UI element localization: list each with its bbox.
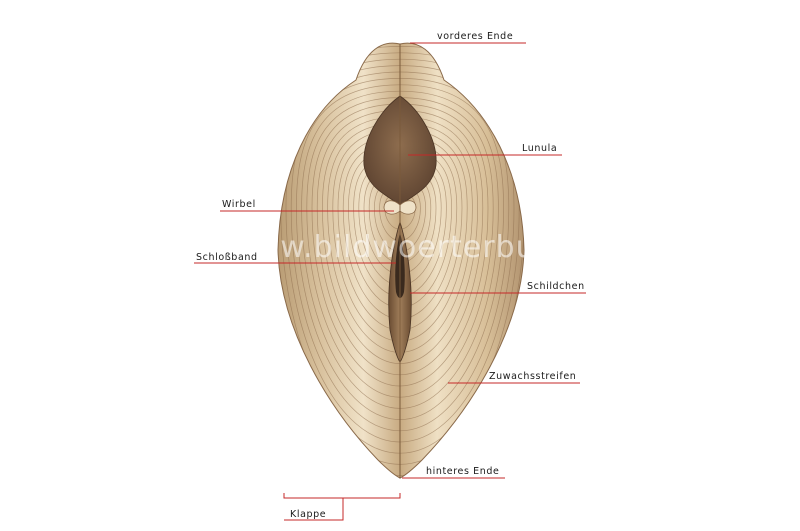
growth-line (322, 116, 400, 364)
growth-line (400, 103, 489, 387)
growth-line (296, 84, 400, 420)
growth-line (311, 103, 400, 387)
growth-line (400, 84, 504, 420)
watermark: www.bildwoerterbuch.com (229, 230, 651, 265)
growth-line (400, 116, 478, 364)
growth-line (337, 135, 400, 331)
label-valve: Klappe (290, 509, 326, 520)
leader-lines (194, 42, 586, 521)
growth-line (301, 90, 400, 409)
growth-line (332, 129, 400, 342)
label-ligament: Schloßband (196, 252, 258, 263)
label-posterior-end: hinteres Ende (426, 466, 499, 477)
growth-line (327, 122, 400, 353)
growth-line (400, 90, 499, 409)
label-anterior-end: vorderes Ende (437, 31, 513, 42)
left-valve (277, 42, 401, 479)
label-lunule: Lunula (522, 143, 557, 154)
label-growth-line: Zuwachsstreifen (489, 371, 576, 382)
growth-line (400, 135, 463, 331)
growth-line (400, 97, 494, 398)
labels: vorderes Ende Lunula Wirbel Schloßband S… (196, 31, 585, 520)
growth-line (342, 142, 400, 320)
right-valve (399, 42, 525, 479)
growth-line (400, 142, 458, 320)
growth-line (400, 129, 468, 342)
label-umbo: Wirbel (222, 199, 256, 210)
growth-line (400, 110, 484, 376)
leader-valve-bracket (283, 493, 401, 521)
growth-line (316, 110, 400, 376)
growth-line (400, 122, 473, 353)
growth-line (306, 97, 400, 398)
label-escutcheon: Schildchen (527, 281, 585, 292)
